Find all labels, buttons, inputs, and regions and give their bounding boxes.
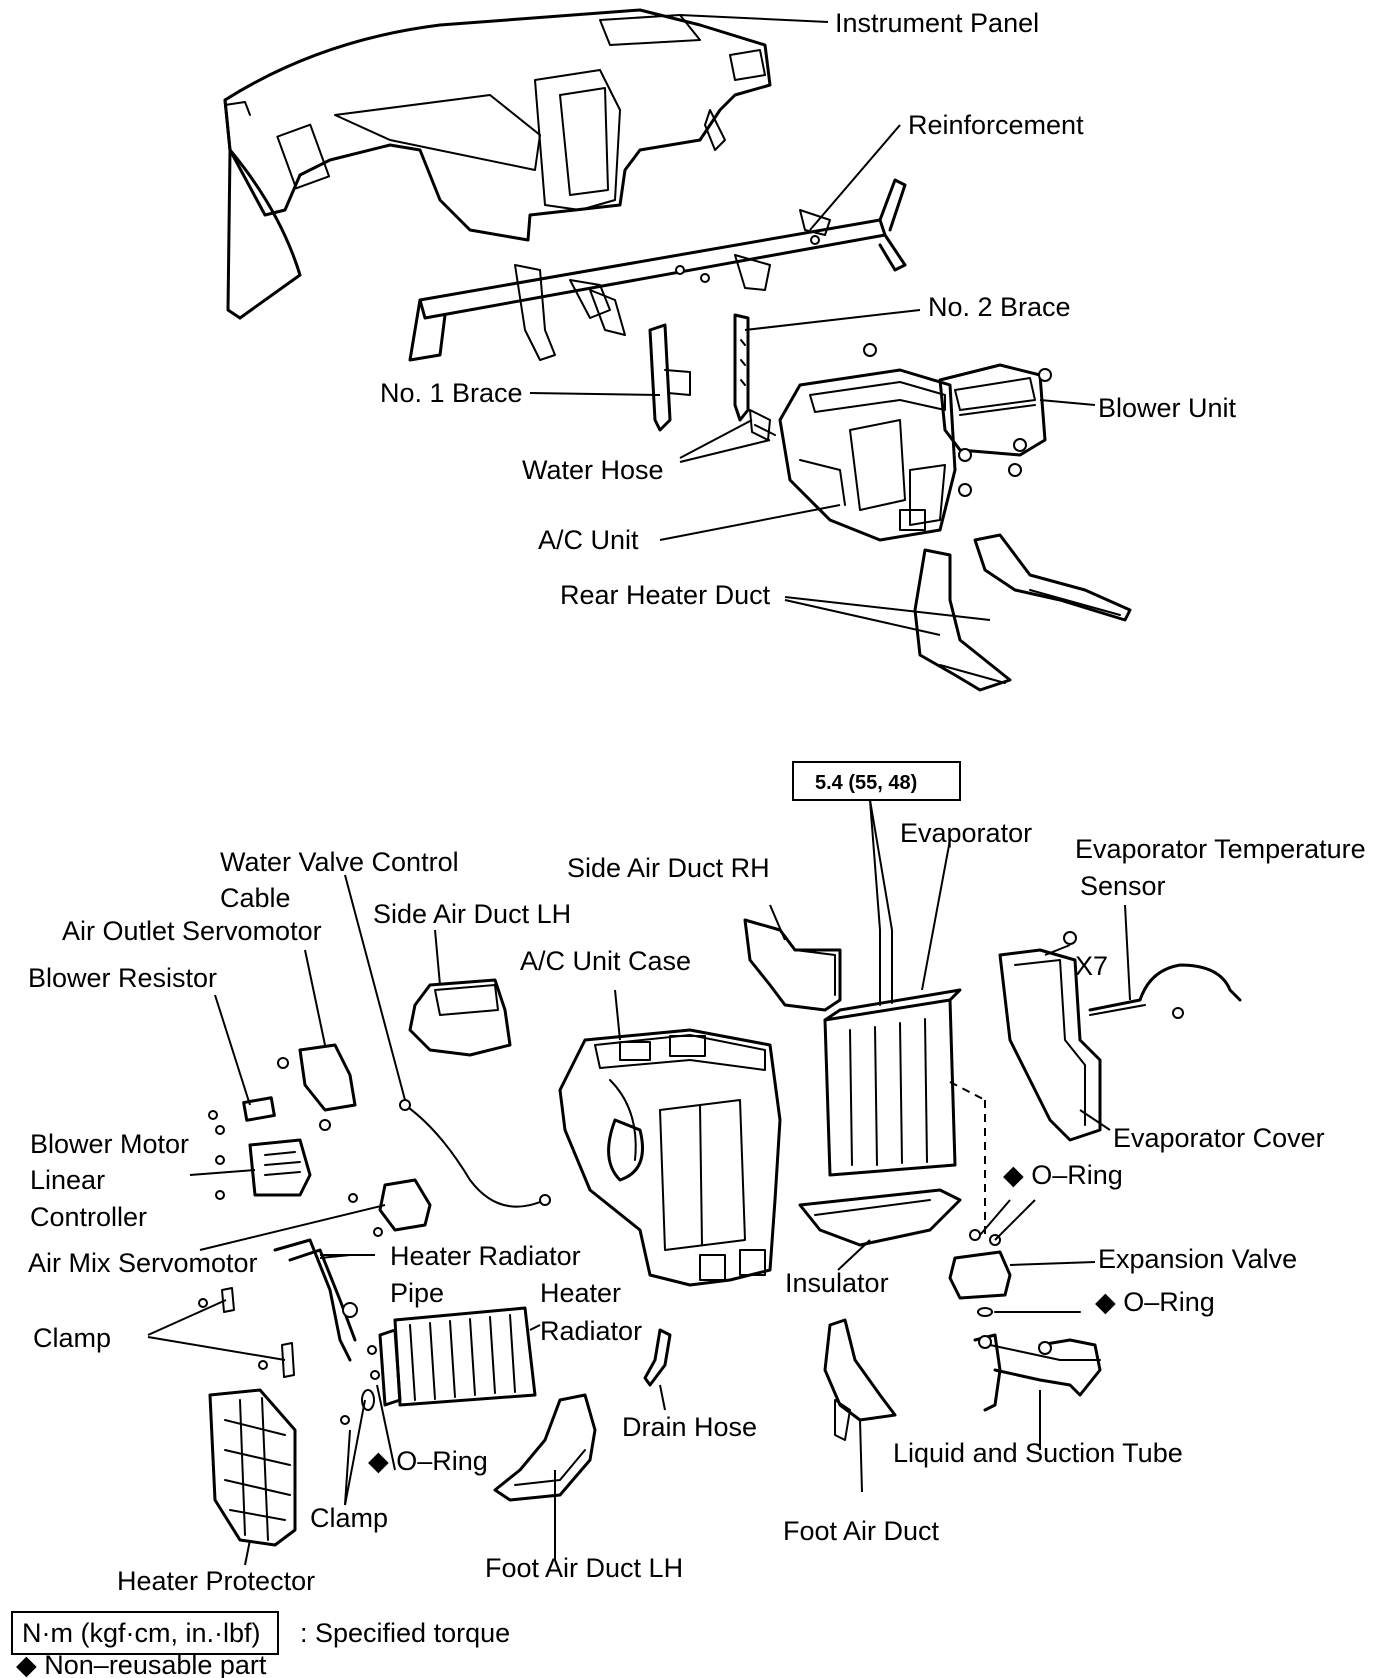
evap-temp-sensor-label-line2: Sensor <box>1080 871 1166 901</box>
x7-label: X7 <box>1075 951 1108 981</box>
water-hose-label: Water Hose <box>522 455 664 485</box>
evaporator-label: Evaporator <box>900 818 1032 848</box>
water-hose-drawing <box>749 409 776 441</box>
side-air-duct-rh-drawing <box>743 918 842 1012</box>
blower-motor-label-line1: Blower Motor <box>30 1129 189 1159</box>
heater-protector-label: Heater Protector <box>117 1566 315 1596</box>
blower-resistor-label: Blower Resistor <box>28 963 217 993</box>
blower-motor-label-line2: Linear <box>30 1165 105 1195</box>
ac-unit-drawing <box>778 368 957 542</box>
heater-radiator-pipe-label-line2: Pipe <box>390 1278 444 1308</box>
expansion-valve-label: Expansion Valve <box>1098 1244 1297 1274</box>
blower-unit-label: Blower Unit <box>1098 393 1237 423</box>
bottom-leader-lines <box>147 799 1131 1566</box>
ac-unit-case-label: A/C Unit Case <box>520 946 691 976</box>
foot-air-duct-label: Foot Air Duct <box>783 1516 940 1546</box>
heater-radiator-pipe-drawing <box>273 1238 358 1362</box>
torque-legend-desc: : Specified torque <box>300 1618 510 1648</box>
drain-hose-drawing <box>643 1328 672 1387</box>
drain-hose-label: Drain Hose <box>622 1412 757 1442</box>
o-ring-text-1: O–Ring <box>1031 1160 1123 1190</box>
clamp-label-2: Clamp <box>310 1503 388 1533</box>
evaporator-drawing <box>823 929 962 1177</box>
reinforcement-drawing <box>408 178 907 362</box>
foot-air-duct-lh-label: Foot Air Duct LH <box>485 1553 683 1583</box>
non-reusable-marker: ◆ <box>1095 1287 1116 1317</box>
o-ring-label-2: ◆ O–Ring <box>1095 1287 1215 1317</box>
top-leader-lines <box>529 14 1096 636</box>
heater-radiator-pipe-label-line1: Heater Radiator <box>390 1241 581 1271</box>
side-air-duct-rh-label: Side Air Duct RH <box>567 853 770 883</box>
clamp-label-1: Clamp <box>33 1323 111 1353</box>
torque-spec-value: 5.4 (55, 48) <box>815 772 917 794</box>
ac-unit-case-drawing <box>558 1028 782 1287</box>
air-mix-servomotor-drawing <box>348 1178 432 1237</box>
heater-radiator-drawing <box>378 1306 537 1407</box>
o-ring-label-3: ◆ O–Ring <box>368 1446 488 1476</box>
air-mix-servomotor-label: Air Mix Servomotor <box>28 1248 258 1278</box>
blower-motor-label-line3: Controller <box>30 1202 147 1232</box>
blower-motor-controller-drawing <box>215 1138 312 1200</box>
o-ring-label-1: ◆ O–Ring <box>1003 1160 1123 1190</box>
o-ring-text-3: O–Ring <box>396 1446 488 1476</box>
insulator-drawing <box>798 1188 962 1247</box>
evap-temp-sensor-drawing <box>1088 963 1242 1019</box>
foot-air-duct-lh-drawing <box>493 1393 597 1502</box>
ac-unit-label: A/C Unit <box>538 525 639 555</box>
rear-heater-duct-drawing <box>913 533 1132 692</box>
evap-temp-sensor-label-line1: Evaporator Temperature <box>1075 834 1366 864</box>
rear-heater-duct-label: Rear Heater Duct <box>560 580 771 610</box>
evaporator-cover-drawing <box>998 931 1102 1142</box>
water-valve-cable-drawing <box>399 1099 551 1208</box>
water-valve-cable-label-line2: Cable <box>220 883 291 913</box>
blower-unit-drawing <box>863 343 1052 497</box>
heater-radiator-label-line1: Heater <box>540 1278 621 1308</box>
side-air-duct-lh-drawing <box>408 978 512 1057</box>
o-ring-text-2: O–Ring <box>1123 1287 1215 1317</box>
non-reusable-marker: ◆ <box>1003 1160 1024 1190</box>
no1-brace-label: No. 1 Brace <box>380 378 523 408</box>
blower-resistor-drawing <box>208 1096 276 1135</box>
no2-brace-drawing <box>733 313 750 422</box>
no1-brace-drawing <box>648 323 691 432</box>
non-reusable-marker: ◆ <box>368 1446 389 1476</box>
side-air-duct-lh-label: Side Air Duct LH <box>373 899 571 929</box>
instrument-panel-label: Instrument Panel <box>835 8 1039 38</box>
torque-legend-units: N·m (kgf·cm, in.·lbf) <box>22 1618 261 1648</box>
foot-air-duct-drawing <box>823 1318 897 1441</box>
insulator-label: Insulator <box>785 1268 889 1298</box>
air-outlet-servomotor-label: Air Outlet Servomotor <box>62 916 322 946</box>
clamps-drawing <box>198 1287 380 1425</box>
torque-legend-box <box>11 1611 279 1655</box>
evaporator-cover-label: Evaporator Cover <box>1113 1123 1325 1153</box>
torque-spec-box <box>792 761 961 801</box>
expansion-oring-drawing <box>977 1307 1081 1317</box>
liquid-suction-tube-drawing <box>973 1333 1102 1412</box>
expansion-valve-drawing <box>948 1081 1012 1300</box>
liquid-suction-tube-label: Liquid and Suction Tube <box>893 1438 1183 1468</box>
instrument-panel-drawing <box>223 8 772 320</box>
heater-radiator-label-line2: Radiator <box>540 1316 642 1346</box>
air-outlet-servomotor-drawing <box>277 1043 357 1131</box>
reinforcement-label: Reinforcement <box>908 110 1084 140</box>
non-reusable-legend: ◆ Non–reusable part <box>16 1650 267 1678</box>
water-valve-cable-label-line1: Water Valve Control <box>220 847 459 877</box>
heater-protector-drawing <box>208 1388 297 1547</box>
no2-brace-label: No. 2 Brace <box>928 292 1071 322</box>
